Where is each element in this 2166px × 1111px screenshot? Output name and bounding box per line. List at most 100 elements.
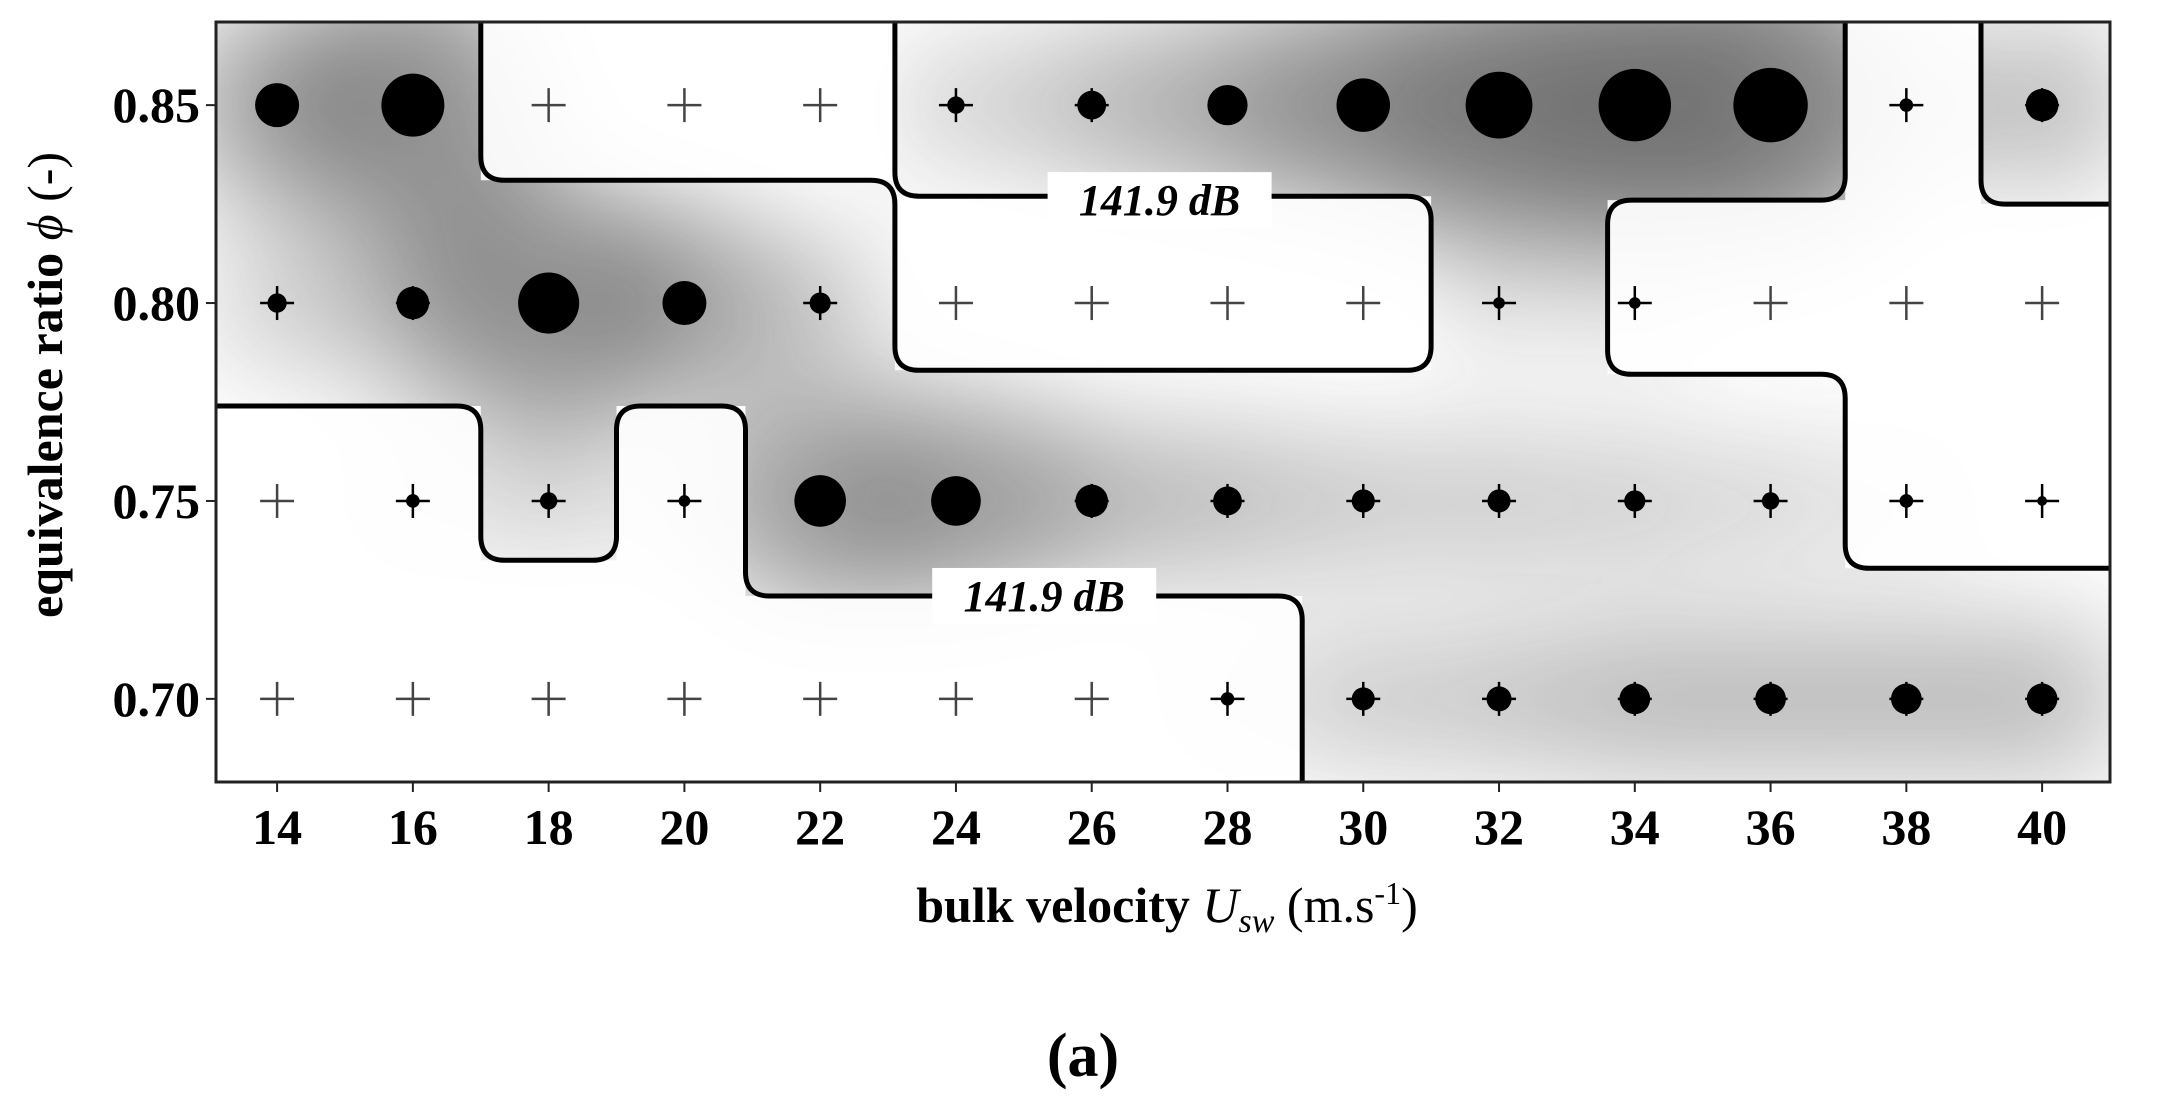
oscillation-circle-marker [1346,681,1381,716]
amplitude-circle [1761,492,1780,510]
contour-lines [216,22,2110,782]
stable-plus-marker [1753,286,1788,321]
oscillation-circle-marker [803,286,838,321]
amplitude-circle [947,96,965,114]
y-tick-label: 0.85 [113,77,201,133]
x-tick-label: 40 [2017,799,2067,855]
stable-plus-marker [260,483,295,518]
stable-region [216,406,1303,782]
oscillation-circle-marker [1482,286,1517,321]
oscillation-circle-marker [531,483,566,518]
x-tick-label: 16 [388,799,438,855]
oscillation-circle-marker [1733,67,1808,143]
amplitude-circle [1486,686,1512,712]
amplitude-circle [1351,687,1375,711]
amplitude-circle [1890,683,1922,715]
y-tick-label: 0.80 [113,275,201,331]
amplitude-circle [1628,297,1641,309]
x-tick-label: 38 [1881,799,1931,855]
oscillation-circle-marker [1598,68,1672,142]
contour-label-background [932,567,1157,624]
oscillation-circle-marker [1889,88,1924,123]
oscillation-circle-marker [931,476,981,526]
x-tick-label: 34 [1610,799,1660,855]
oscillation-circle-marker [2025,483,2060,518]
amplitude-circle [1207,85,1248,126]
stable-plus-marker [1074,286,1109,321]
amplitude-circle [931,476,981,526]
amplitude-circle [1899,98,1914,112]
amplitude-circle [662,281,707,326]
amplitude-circle [1619,683,1651,715]
panel-label: (a) [1047,1022,1119,1090]
oscillation-circle-marker [662,281,707,326]
plot-border [214,20,2112,784]
stable-plus-marker [395,681,430,716]
amplitude-shading [216,22,2110,782]
stable-plus-marker [938,681,973,716]
oscillation-circle-marker [1889,483,1924,518]
oscillation-circle-marker [1465,71,1533,139]
x-axis-label: bulk velocity Usw (m.s-1) [916,875,1417,940]
amplitude-circle [794,475,846,527]
oscillation-circle-marker [1617,483,1652,518]
oscillation-circle-marker [1336,78,1391,132]
stable-plus-marker [531,681,566,716]
oscillation-circle-marker [395,286,430,321]
x-tick-label: 24 [931,799,981,855]
x-tick-label: 22 [795,799,845,855]
x-tick-label: 26 [1067,799,1117,855]
oscillation-circle-marker [260,286,295,321]
stable-plus-marker [667,88,702,123]
stable-plus-marker [1074,681,1109,716]
amplitude-circle [1493,297,1505,309]
contour-label: 141.9 dB [1079,176,1240,225]
stable-plus-marker [531,88,566,123]
stable-plus-marker [803,88,838,123]
amplitude-circle [406,494,420,508]
amplitude-circle [518,272,580,334]
stable-plus-marker [260,681,295,716]
stable-plus-marker [803,681,838,716]
x-tick-label: 14 [252,799,302,855]
x-tick-label: 30 [1338,799,1388,855]
amplitude-circle [678,495,691,507]
stable-plus-marker [2025,286,2060,321]
oscillation-circle-marker [518,272,580,334]
amplitude-circle [809,292,831,314]
stable-plus-marker [938,286,973,321]
stable-plus-marker [1346,286,1381,321]
contour-line [478,22,1434,373]
amplitude-circle [2037,496,2048,506]
amplitude-circle [1077,90,1107,120]
amplitude-circle [1733,67,1808,143]
oscillation-circle-marker [1482,681,1517,716]
oscillation-circle-marker [395,483,430,518]
oscillation-circle-marker [667,483,702,518]
oscillation-circle-marker [1753,483,1788,518]
x-tick-label: 18 [524,799,574,855]
amplitude-circle [2026,683,2058,715]
contour-line [1978,22,2110,207]
oscillation-circle-marker [2025,681,2060,716]
x-tick-label: 28 [1202,799,1252,855]
x-tick-label: 20 [659,799,709,855]
oscillation-circle-marker [1617,286,1652,321]
plot-frame [214,20,2112,784]
amplitude-circle [1351,489,1375,513]
amplitude-circle [1213,486,1242,516]
stable-region [480,22,1432,371]
oscillation-circle-marker [1210,681,1245,716]
oscillation-circle-marker [381,73,445,137]
stable-region [1607,22,2110,569]
amplitude-circle [1220,692,1235,706]
oscillation-circle-marker [1617,681,1652,716]
amplitude-circle [1075,484,1109,518]
oscillation-circle-marker [1482,483,1517,518]
amplitude-circle [1899,494,1914,508]
y-tick-label: 0.75 [113,473,201,529]
stable-plus-marker [1210,286,1245,321]
contour-line [216,403,1305,782]
